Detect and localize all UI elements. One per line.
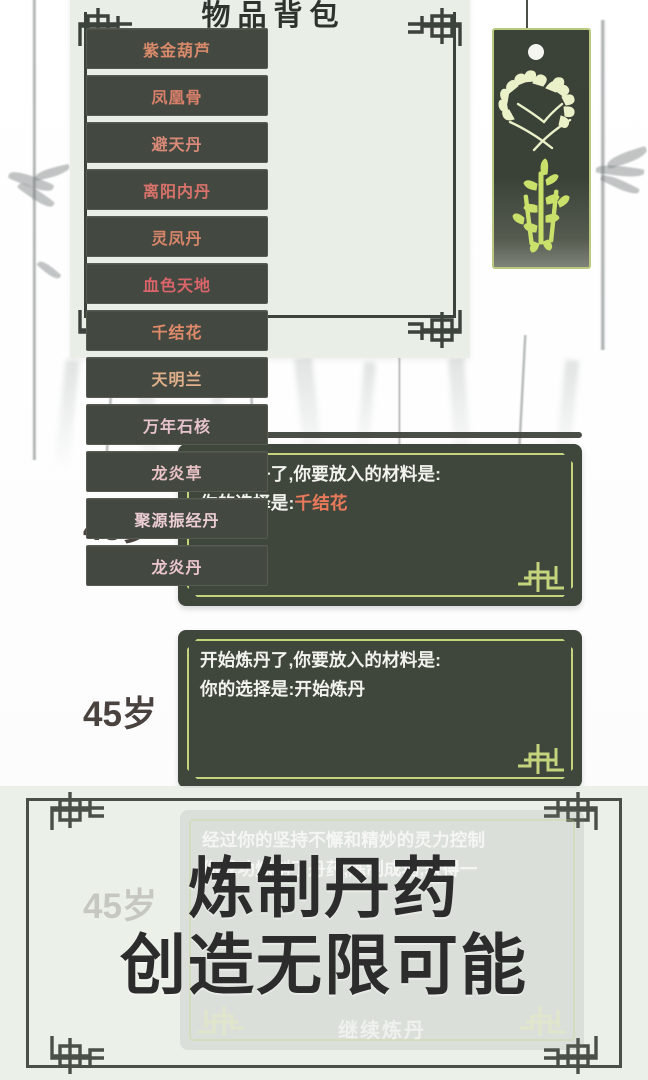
inventory-item[interactable]: 离阳内丹 bbox=[86, 169, 268, 210]
result-dialog-inner-border bbox=[189, 819, 575, 1041]
tag-hole-icon bbox=[528, 44, 544, 60]
page-title: 物品背包 bbox=[201, 0, 346, 32]
result-dialog-ghost[interactable]: 经过你的坚持不懈和精妙的灵力控制 你成功炼制了丹药,炼制成功,获得一 继续炼丹 bbox=[180, 810, 584, 1050]
inventory-item-label: 龙炎草 bbox=[151, 465, 203, 483]
dialog-bubble-inner-border bbox=[187, 639, 573, 779]
fret-result-bottom-right-icon bbox=[516, 1002, 568, 1038]
bamboo-leaf-icon bbox=[33, 163, 71, 182]
tag-body bbox=[492, 28, 591, 269]
bamboo-leaf-icon bbox=[36, 258, 62, 282]
inventory-item[interactable]: 紫金葫芦 bbox=[86, 28, 268, 69]
dialog-selected-material: 开始炼丹 bbox=[294, 679, 366, 699]
inventory-item-label: 灵凤丹 bbox=[151, 230, 203, 248]
backpack-inner-border bbox=[84, 12, 456, 318]
bookmark-tag bbox=[470, 0, 600, 276]
age-label: 45岁 bbox=[83, 695, 157, 734]
promo-headline: 炼制丹药 创造无限可能 bbox=[0, 850, 648, 1004]
inventory-item[interactable]: 天明兰 bbox=[86, 357, 268, 398]
inventory-item-label: 千结花 bbox=[151, 324, 203, 342]
dialog-bubble[interactable]: 开始炼丹了,你要放入的材料是: 你的选择是:开始炼丹 bbox=[178, 630, 582, 788]
inventory-item[interactable]: 龙炎丹 bbox=[86, 545, 268, 586]
inventory-item[interactable]: 避天丹 bbox=[86, 122, 268, 163]
inventory-item-label: 万年石核 bbox=[142, 418, 211, 436]
inventory-item-label: 龙炎丹 bbox=[151, 559, 203, 577]
tag-string bbox=[526, 0, 528, 32]
bamboo-stalk-icon bbox=[600, 20, 606, 350]
promo-overlay: 45岁 经过你的坚持不懈和精妙的灵力控制 你成功炼制了丹药,炼制成功,获得一 继… bbox=[0, 786, 648, 1080]
inventory-item-grid: 紫金葫芦 凤凰骨 避天丹 离阳内丹 灵凤丹 血色天地 千结花 天明兰 万年石核 … bbox=[86, 28, 454, 586]
inventory-item[interactable]: 千结花 bbox=[86, 310, 268, 351]
backpack-panel: 物品背包 紫金葫芦 bbox=[70, 0, 470, 586]
age-label-ghost: 45岁 bbox=[83, 887, 157, 926]
promo-frame bbox=[26, 798, 622, 1068]
inventory-item[interactable]: 聚源振经丹 bbox=[86, 498, 268, 539]
fret-bubble-bottom-right-icon bbox=[514, 558, 566, 594]
inventory-item-label: 避天丹 bbox=[151, 136, 203, 154]
dialog-text: 开始炼丹了,你要放入的材料是: 你的选择是:开始炼丹 bbox=[200, 646, 564, 704]
inventory-item[interactable]: 凤凰骨 bbox=[86, 75, 268, 116]
dialog-bubble-topbar bbox=[178, 432, 582, 438]
inventory-item[interactable]: 灵凤丹 bbox=[86, 216, 268, 257]
inventory-item-label: 天明兰 bbox=[151, 371, 203, 389]
tag-plant-art-icon bbox=[498, 70, 575, 253]
inventory-item[interactable]: 龙炎草 bbox=[86, 451, 268, 492]
fret-result-bottom-left-icon bbox=[196, 1002, 248, 1038]
bamboo-stalk-icon bbox=[32, 0, 37, 460]
dialog-row: 45岁 开始炼丹了,你要放入的材料是: 你的选择是:开始炼丹 bbox=[0, 630, 648, 820]
inventory-item[interactable]: 万年石核 bbox=[86, 404, 268, 445]
inventory-item-label: 凤凰骨 bbox=[151, 89, 203, 107]
promo-headline-line-1: 炼制丹药 bbox=[188, 851, 460, 925]
promo-headline-line-2: 创造无限可能 bbox=[120, 928, 528, 1002]
fret-bubble-bottom-right-icon bbox=[514, 740, 566, 776]
bamboo-stalk-icon bbox=[398, 340, 401, 450]
dialog-selected-material: 千结花 bbox=[294, 493, 348, 513]
dialog-line-2-prefix: 你的选择是: bbox=[200, 679, 295, 699]
result-line-2: 你成功炼制了丹药,炼制成功,获得一 bbox=[202, 859, 478, 879]
inventory-item-label: 聚源振经丹 bbox=[134, 512, 220, 530]
inventory-item-label: 离阳内丹 bbox=[142, 183, 211, 201]
result-line-1: 经过你的坚持不懈和精妙的灵力控制 bbox=[202, 830, 486, 850]
inventory-item-label: 紫金葫芦 bbox=[142, 42, 211, 60]
inventory-item[interactable]: 血色天地 bbox=[86, 263, 268, 304]
inventory-item-label: 血色天地 bbox=[142, 277, 211, 295]
continue-refine-button[interactable]: 继续炼丹 bbox=[338, 1020, 426, 1042]
dialog-line-1: 开始炼丹了,你要放入的材料是: bbox=[200, 650, 442, 670]
dialog-line-2: 你的选择是:开始炼丹 bbox=[200, 675, 564, 704]
